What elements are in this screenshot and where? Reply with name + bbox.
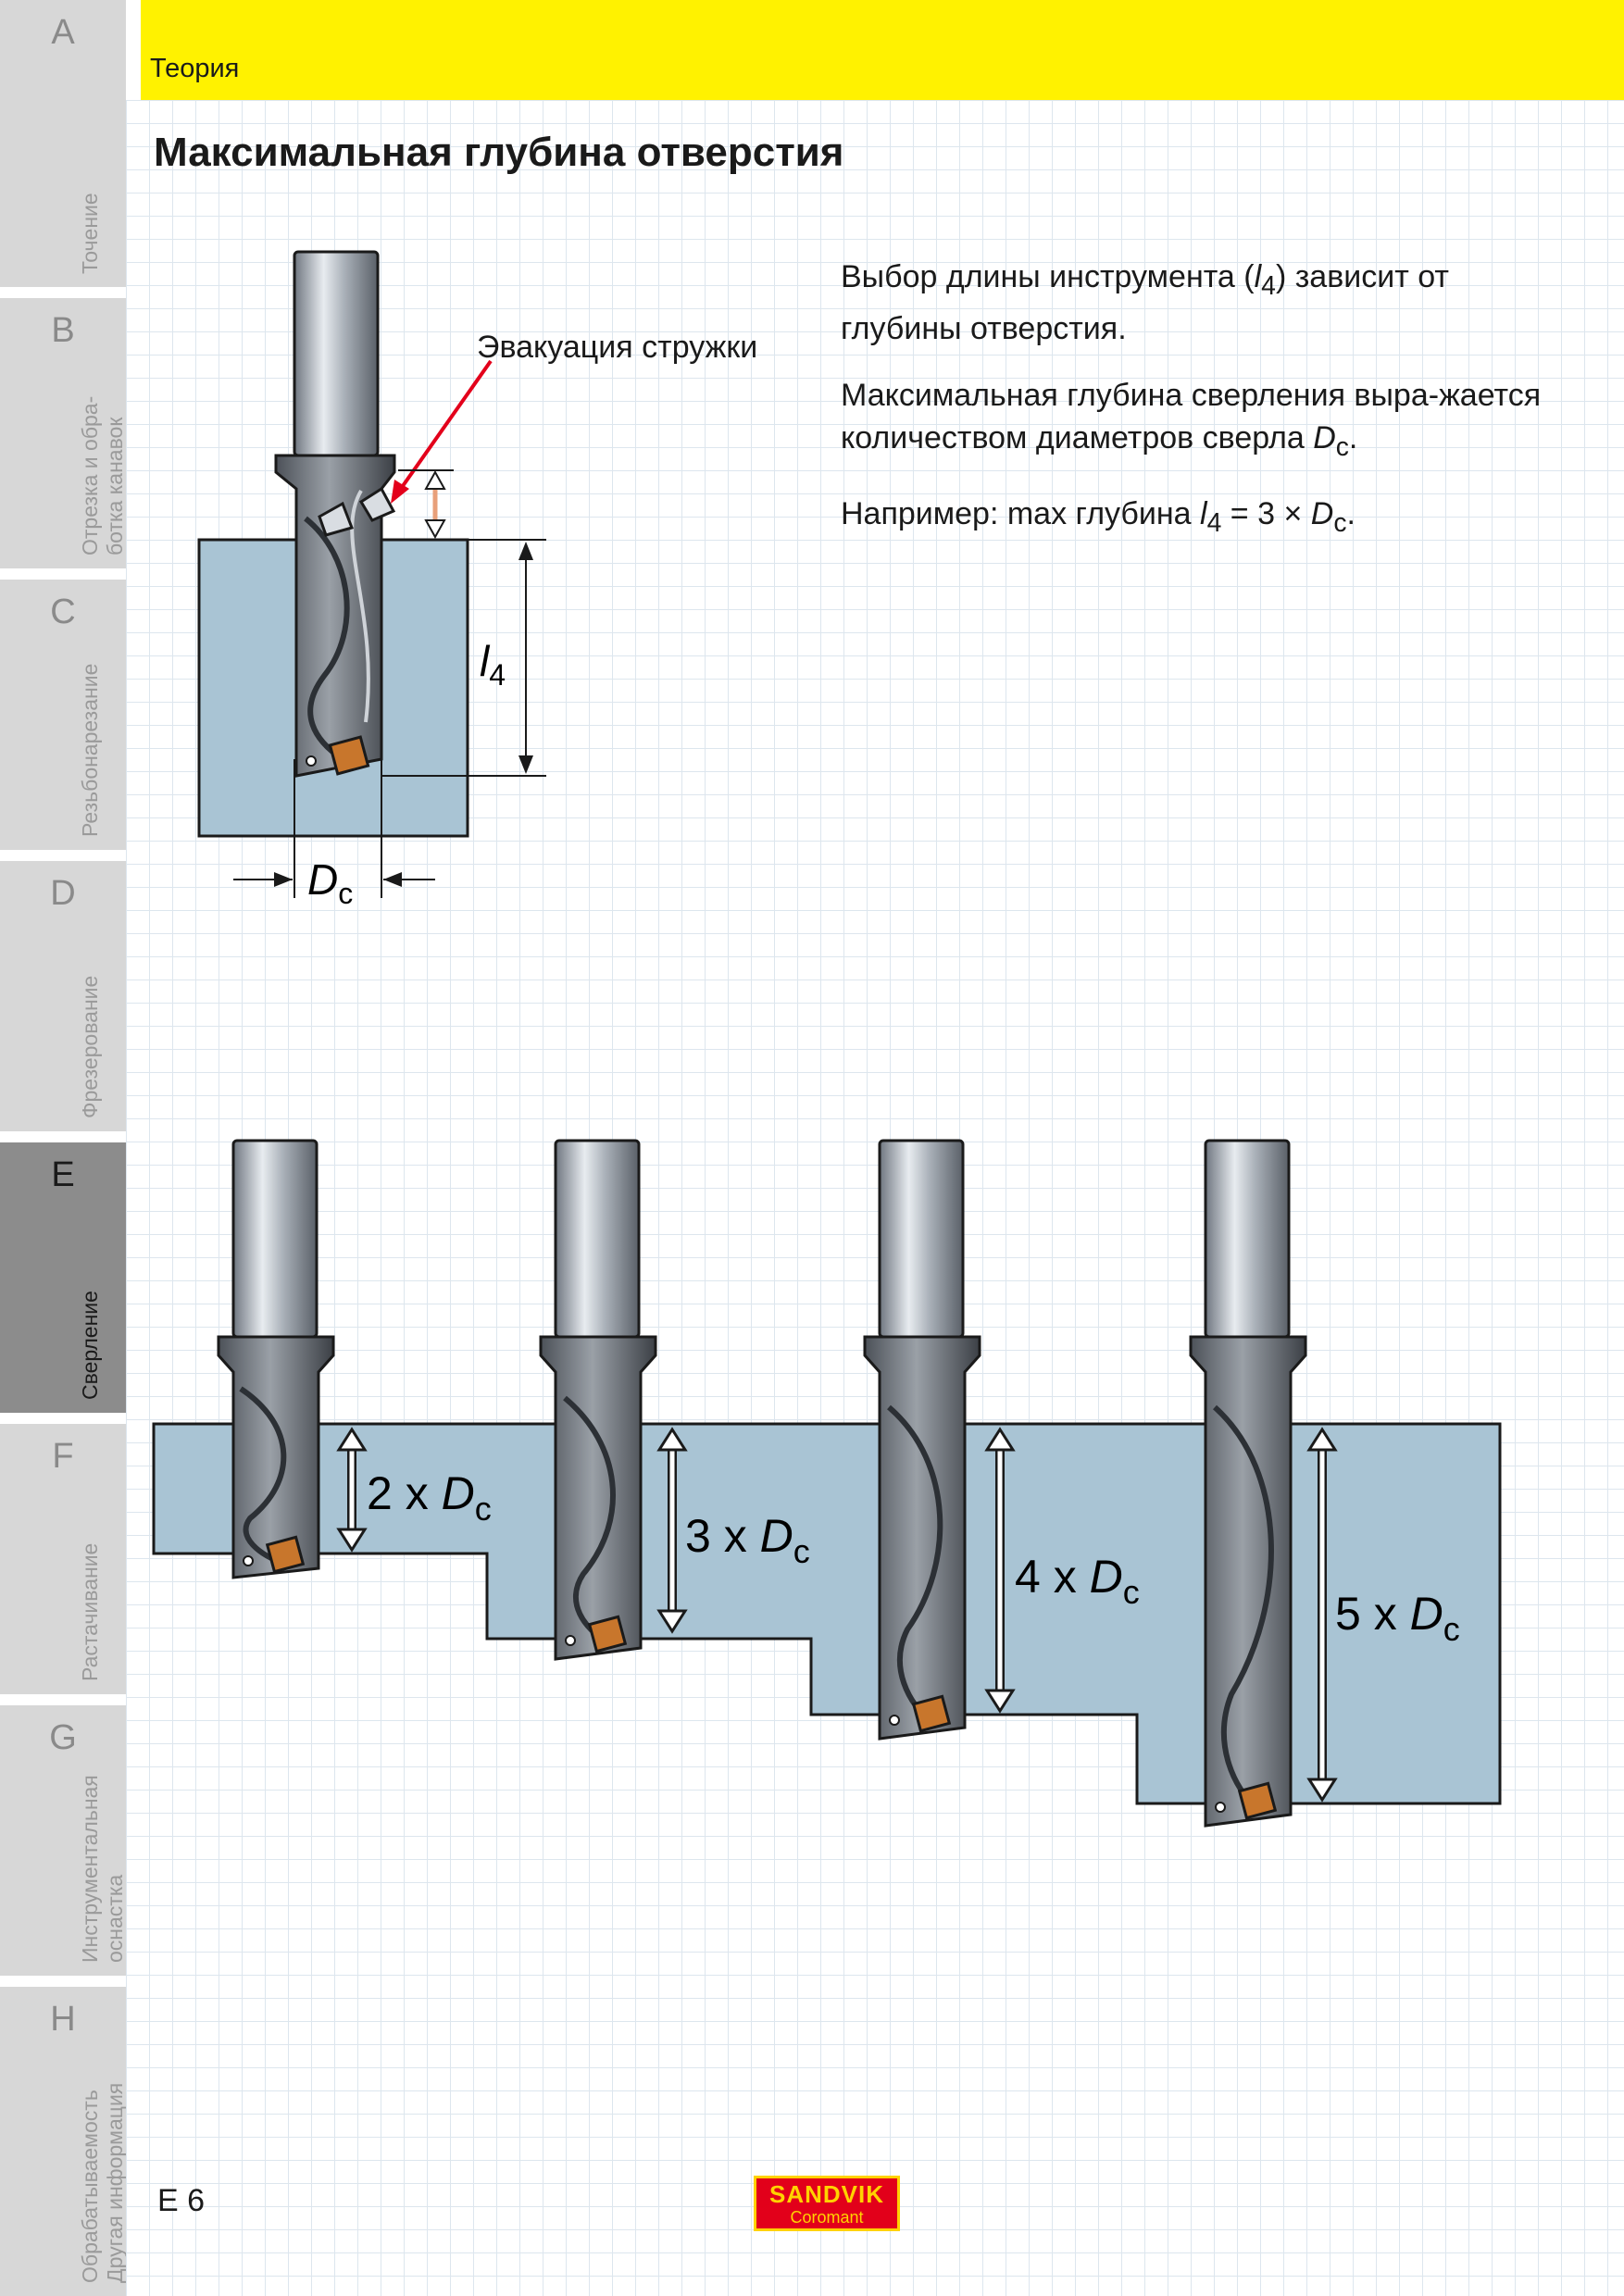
sub: c <box>1335 431 1349 462</box>
sub: 4 <box>1206 507 1222 538</box>
flute <box>350 489 370 723</box>
tab-label: Резьбонарезание <box>78 663 102 837</box>
tab-f[interactable]: F Растачивание <box>0 1424 126 1694</box>
chip-arrow <box>396 359 493 494</box>
depth-comparison-diagram: 2 x Dc 3 x Dc 4 x Dc <box>152 1139 1502 1828</box>
text: Выбор длины инструмента ( <box>841 259 1255 294</box>
page-title: Максимальная глубина отверстия <box>154 130 844 175</box>
dim-2xdc <box>336 1427 368 1553</box>
var-d: D <box>1310 495 1334 531</box>
flute <box>304 516 350 762</box>
arrow-head <box>518 755 533 774</box>
coolant-hole <box>306 755 317 767</box>
var-l: l <box>1254 259 1262 294</box>
sandvik-logo: SANDVIK Coromant <box>754 2176 900 2231</box>
arrow-head <box>391 480 409 504</box>
dim-3xdc <box>656 1427 688 1634</box>
tab-label: Инструментальная оснастка <box>78 1775 126 1963</box>
drill-shank <box>293 250 380 457</box>
sub: 4 <box>1261 270 1276 301</box>
tab-label: Сверление <box>78 1291 102 1400</box>
tab-g[interactable]: G Инструментальная оснастка <box>0 1705 126 1976</box>
arrow-head <box>424 519 446 540</box>
sub: c <box>1333 507 1347 538</box>
label-dc: Dc <box>307 855 353 910</box>
tab-label: Фрезерование <box>78 975 102 1118</box>
drill-5xdc <box>1189 1139 1307 1828</box>
header-bar <box>141 0 1624 100</box>
chip <box>358 486 396 522</box>
tab-e[interactable]: E Сверление <box>0 1142 126 1413</box>
tab-letter: A <box>51 13 75 52</box>
tab-letter: C <box>50 593 76 631</box>
drill-2xdc <box>217 1139 335 1579</box>
arrow-head <box>518 542 533 560</box>
arrow-head <box>383 872 402 887</box>
label-3xdc: 3 x Dc <box>685 1510 810 1570</box>
tab-letter: D <box>50 874 76 913</box>
label-4xdc: 4 x Dc <box>1015 1551 1140 1611</box>
tab-label: Отрезка и обра- ботка канавок <box>78 395 126 555</box>
tab-letter: F <box>52 1437 74 1476</box>
tab-label: Обрабатываемость Другая информация <box>78 2082 126 2283</box>
tab-letter: B <box>51 311 75 350</box>
insert <box>328 735 370 776</box>
tab-d[interactable]: D Фрезерование <box>0 861 126 1131</box>
section-title: Теория <box>150 54 240 83</box>
chip <box>318 501 354 537</box>
tab-a[interactable]: A Точение <box>0 0 126 287</box>
logo-text: SANDVIK <box>768 2180 884 2208</box>
tab-label: Точение <box>78 193 102 274</box>
chip-evacuation-label: Эвакуация стружки <box>477 330 758 365</box>
dim-5xdc <box>1306 1427 1338 1803</box>
paragraph-tool-length: Выбор длины инструмента (l4) зависит от … <box>841 256 1563 350</box>
text: . <box>1346 495 1355 531</box>
tab-b[interactable]: B Отрезка и обра- ботка канавок <box>0 298 126 568</box>
dim-4xdc <box>984 1427 1016 1714</box>
tab-label: Растачивание <box>78 1542 102 1681</box>
single-drill-diagram: l4 Dc <box>197 250 546 910</box>
text: . <box>1348 419 1358 455</box>
tab-letter: G <box>49 1718 77 1757</box>
tab-letter: H <box>50 2000 76 2039</box>
arrow-head <box>274 872 293 887</box>
paragraph-example: Например: max глубина l4 = 3 × Dc. <box>841 493 1563 544</box>
text: ) зависит от глубины отверстия. <box>841 259 1450 346</box>
drill-3xdc <box>539 1139 657 1661</box>
arrow-head <box>424 469 446 490</box>
paragraph-max-depth: Максимальная глубина сверления выра-жает… <box>841 374 1563 468</box>
text: Максимальная глубина сверления выра-жает… <box>841 377 1542 455</box>
text: Например: max глубина <box>841 495 1201 531</box>
label-l4: l4 <box>480 637 506 692</box>
stepped-workpiece <box>152 1422 1502 1805</box>
page-number: E 6 <box>157 2183 206 2218</box>
var-l: l <box>1200 495 1207 531</box>
tab-letter: E <box>51 1155 75 1194</box>
text: = 3 × <box>1221 495 1311 531</box>
label-5xdc: 5 x Dc <box>1335 1588 1460 1648</box>
var-d: D <box>1313 419 1336 455</box>
drill-4xdc <box>863 1139 981 1741</box>
tab-c[interactable]: C Резьбонарезание <box>0 580 126 850</box>
tab-h[interactable]: H Обрабатываемость Другая информация <box>0 1987 126 2296</box>
logo-subtext: Coromant <box>790 2208 864 2227</box>
sidebar: A Точение B Отрезка и обра- ботка канаво… <box>0 0 126 2296</box>
label-2xdc: 2 x Dc <box>367 1467 492 1528</box>
description: Выбор длины инструмента (l4) зависит от … <box>841 256 1563 568</box>
